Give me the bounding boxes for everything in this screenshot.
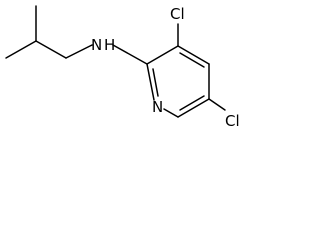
bond-branch-ch2 bbox=[35, 40, 67, 59]
bond-c5-c6 bbox=[177, 98, 210, 118]
bond-ch2-n bbox=[65, 44, 93, 59]
bond-n1-c2 bbox=[146, 63, 155, 101]
bond-c6-n1 bbox=[163, 108, 179, 118]
molecular-structure: Cl N H N Cl bbox=[5, 5, 240, 130]
bond-c3-c4-inner bbox=[179, 52, 205, 68]
chlorine-right-label: Cl bbox=[225, 112, 240, 130]
amine-nitrogen-label: N bbox=[91, 36, 102, 54]
bond-n1-c2-inner bbox=[152, 68, 159, 97]
bond-c2-c3 bbox=[146, 45, 179, 65]
chlorine-top-label: Cl bbox=[170, 5, 185, 23]
ring-nitrogen-label: N bbox=[152, 98, 163, 116]
bond-c5-c6-inner bbox=[179, 95, 205, 111]
bond-c3-c4 bbox=[177, 45, 210, 65]
bond-methyl-left bbox=[5, 40, 37, 59]
bond-n-c2 bbox=[112, 44, 148, 65]
bond-c5-cl bbox=[208, 98, 226, 111]
amine-hydrogen-label: H bbox=[104, 36, 115, 54]
